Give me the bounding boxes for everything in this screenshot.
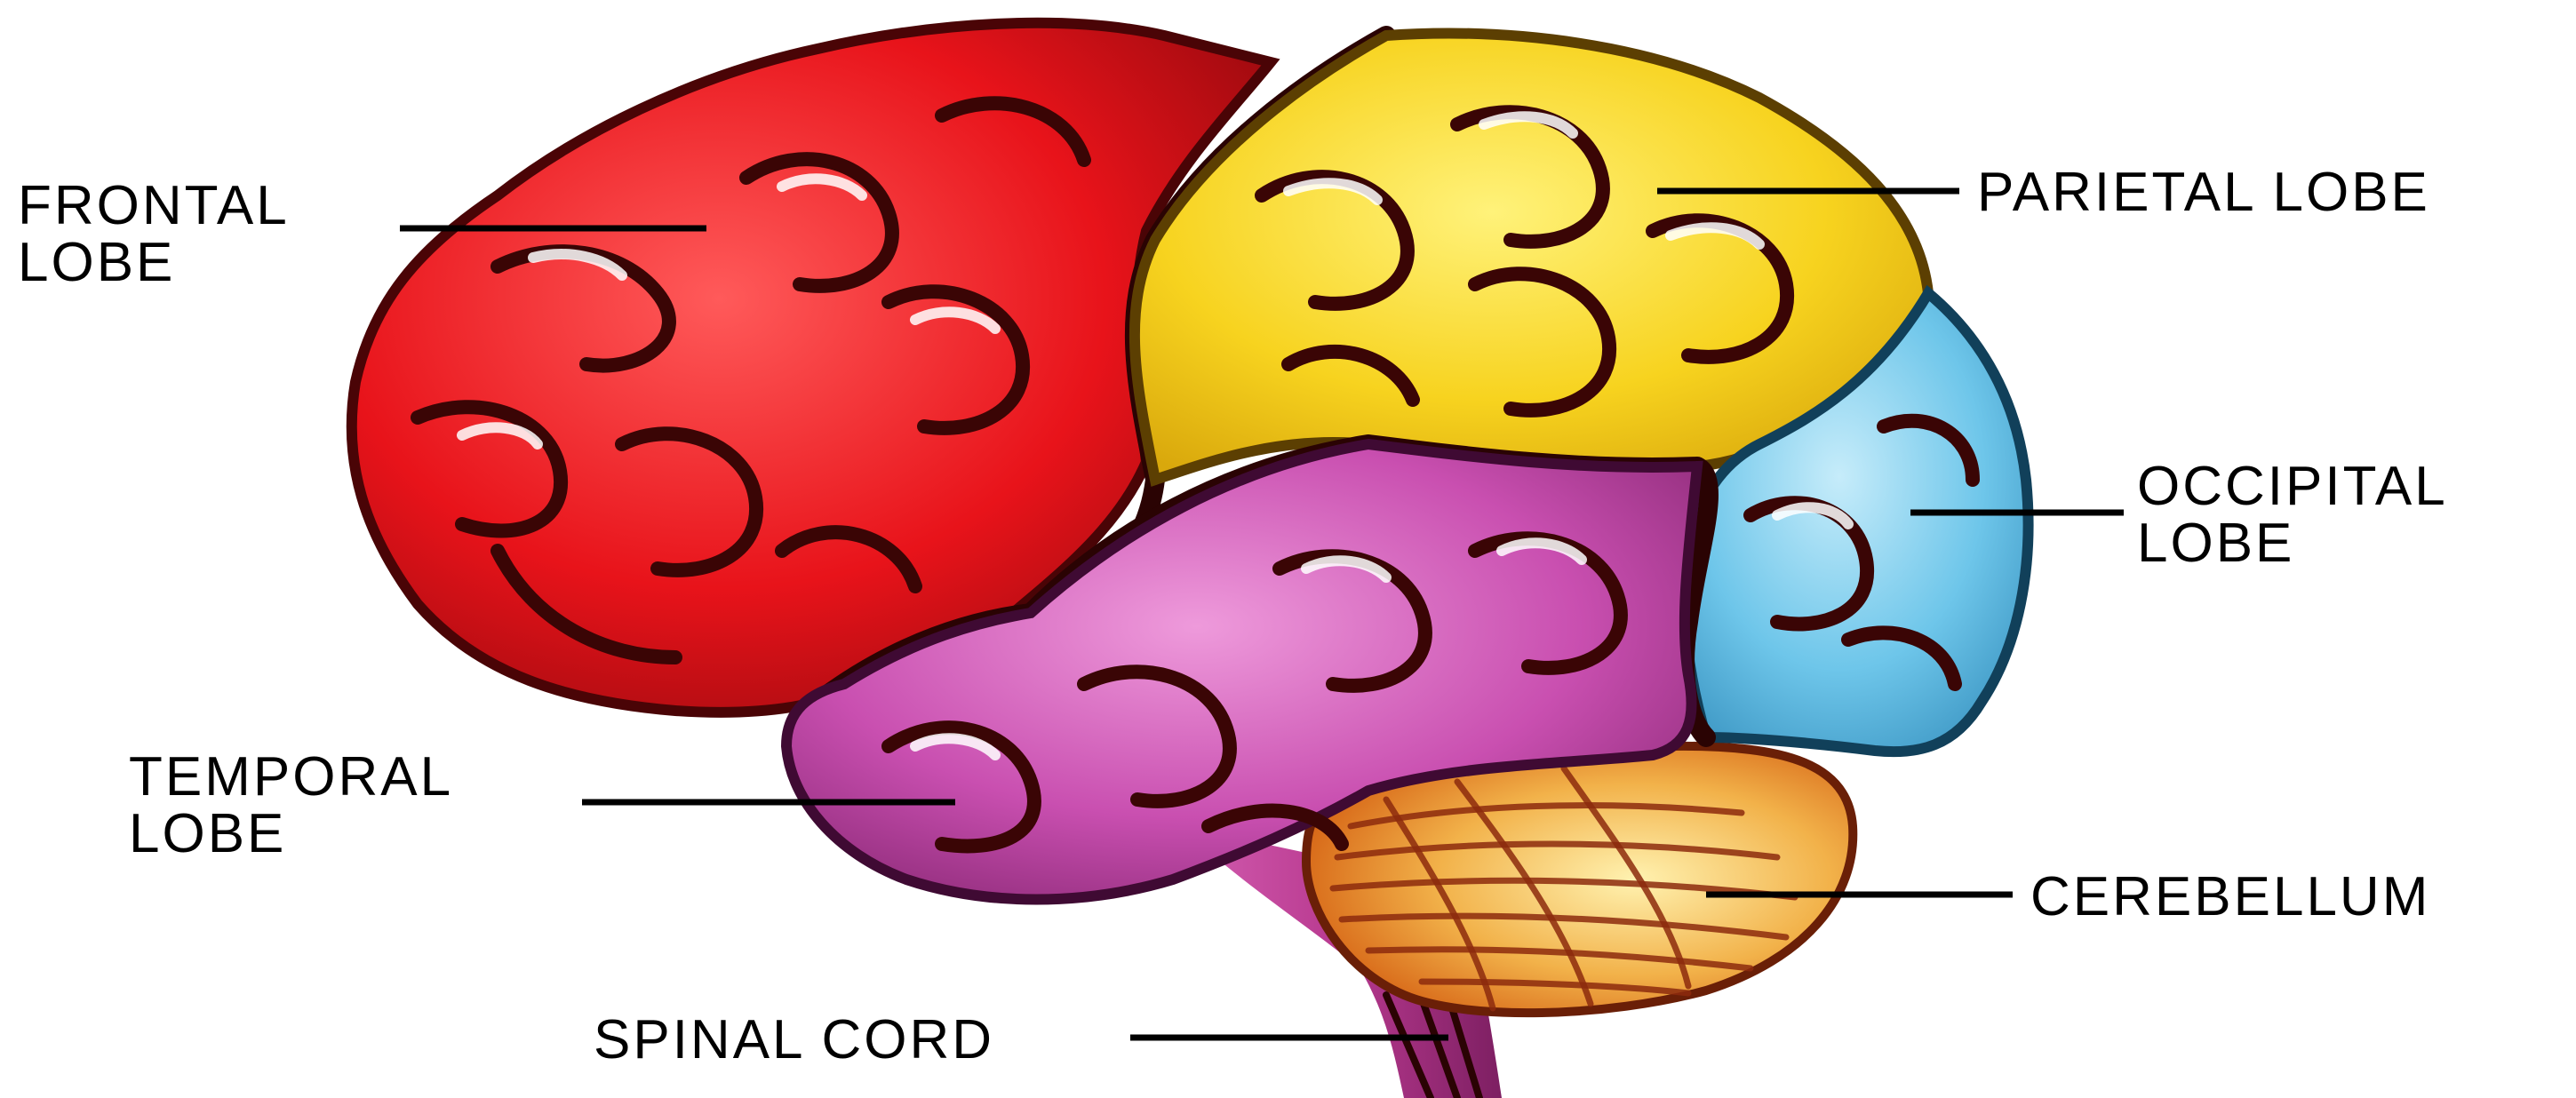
label-temporal-line2: LOBE [129,803,286,864]
label-occipital-line1: OCCIPITAL [2137,456,2445,517]
label-parietal-line1: PARIETAL LOBE [1977,162,2430,223]
label-frontal-lobe: FRONTAL LOBE [18,175,306,293]
parietal-lobe-region [1128,28,1934,487]
label-temporal-line1: TEMPORAL [129,746,451,808]
label-temporal-lobe: TEMPORAL LOBE [129,746,469,864]
label-cerebellum-line1: CEREBELLUM [2030,866,2430,927]
label-spinal-cord: SPINAL CORD [594,1009,994,1070]
label-occipital-line2: LOBE [2137,513,2294,574]
label-parietal-lobe: PARIETAL LOBE [1977,162,2430,223]
leader-lines [400,187,2124,1041]
label-frontal-line2: LOBE [18,232,175,293]
label-spinal-line1: SPINAL CORD [594,1009,994,1070]
label-cerebellum: CEREBELLUM [2030,866,2430,927]
temporal-lobe-region [780,438,1703,905]
occipital-lobe-region [1679,284,2034,758]
label-frontal-line1: FRONTAL [18,175,287,236]
label-occipital-lobe: OCCIPITAL LOBE [2137,456,2464,574]
